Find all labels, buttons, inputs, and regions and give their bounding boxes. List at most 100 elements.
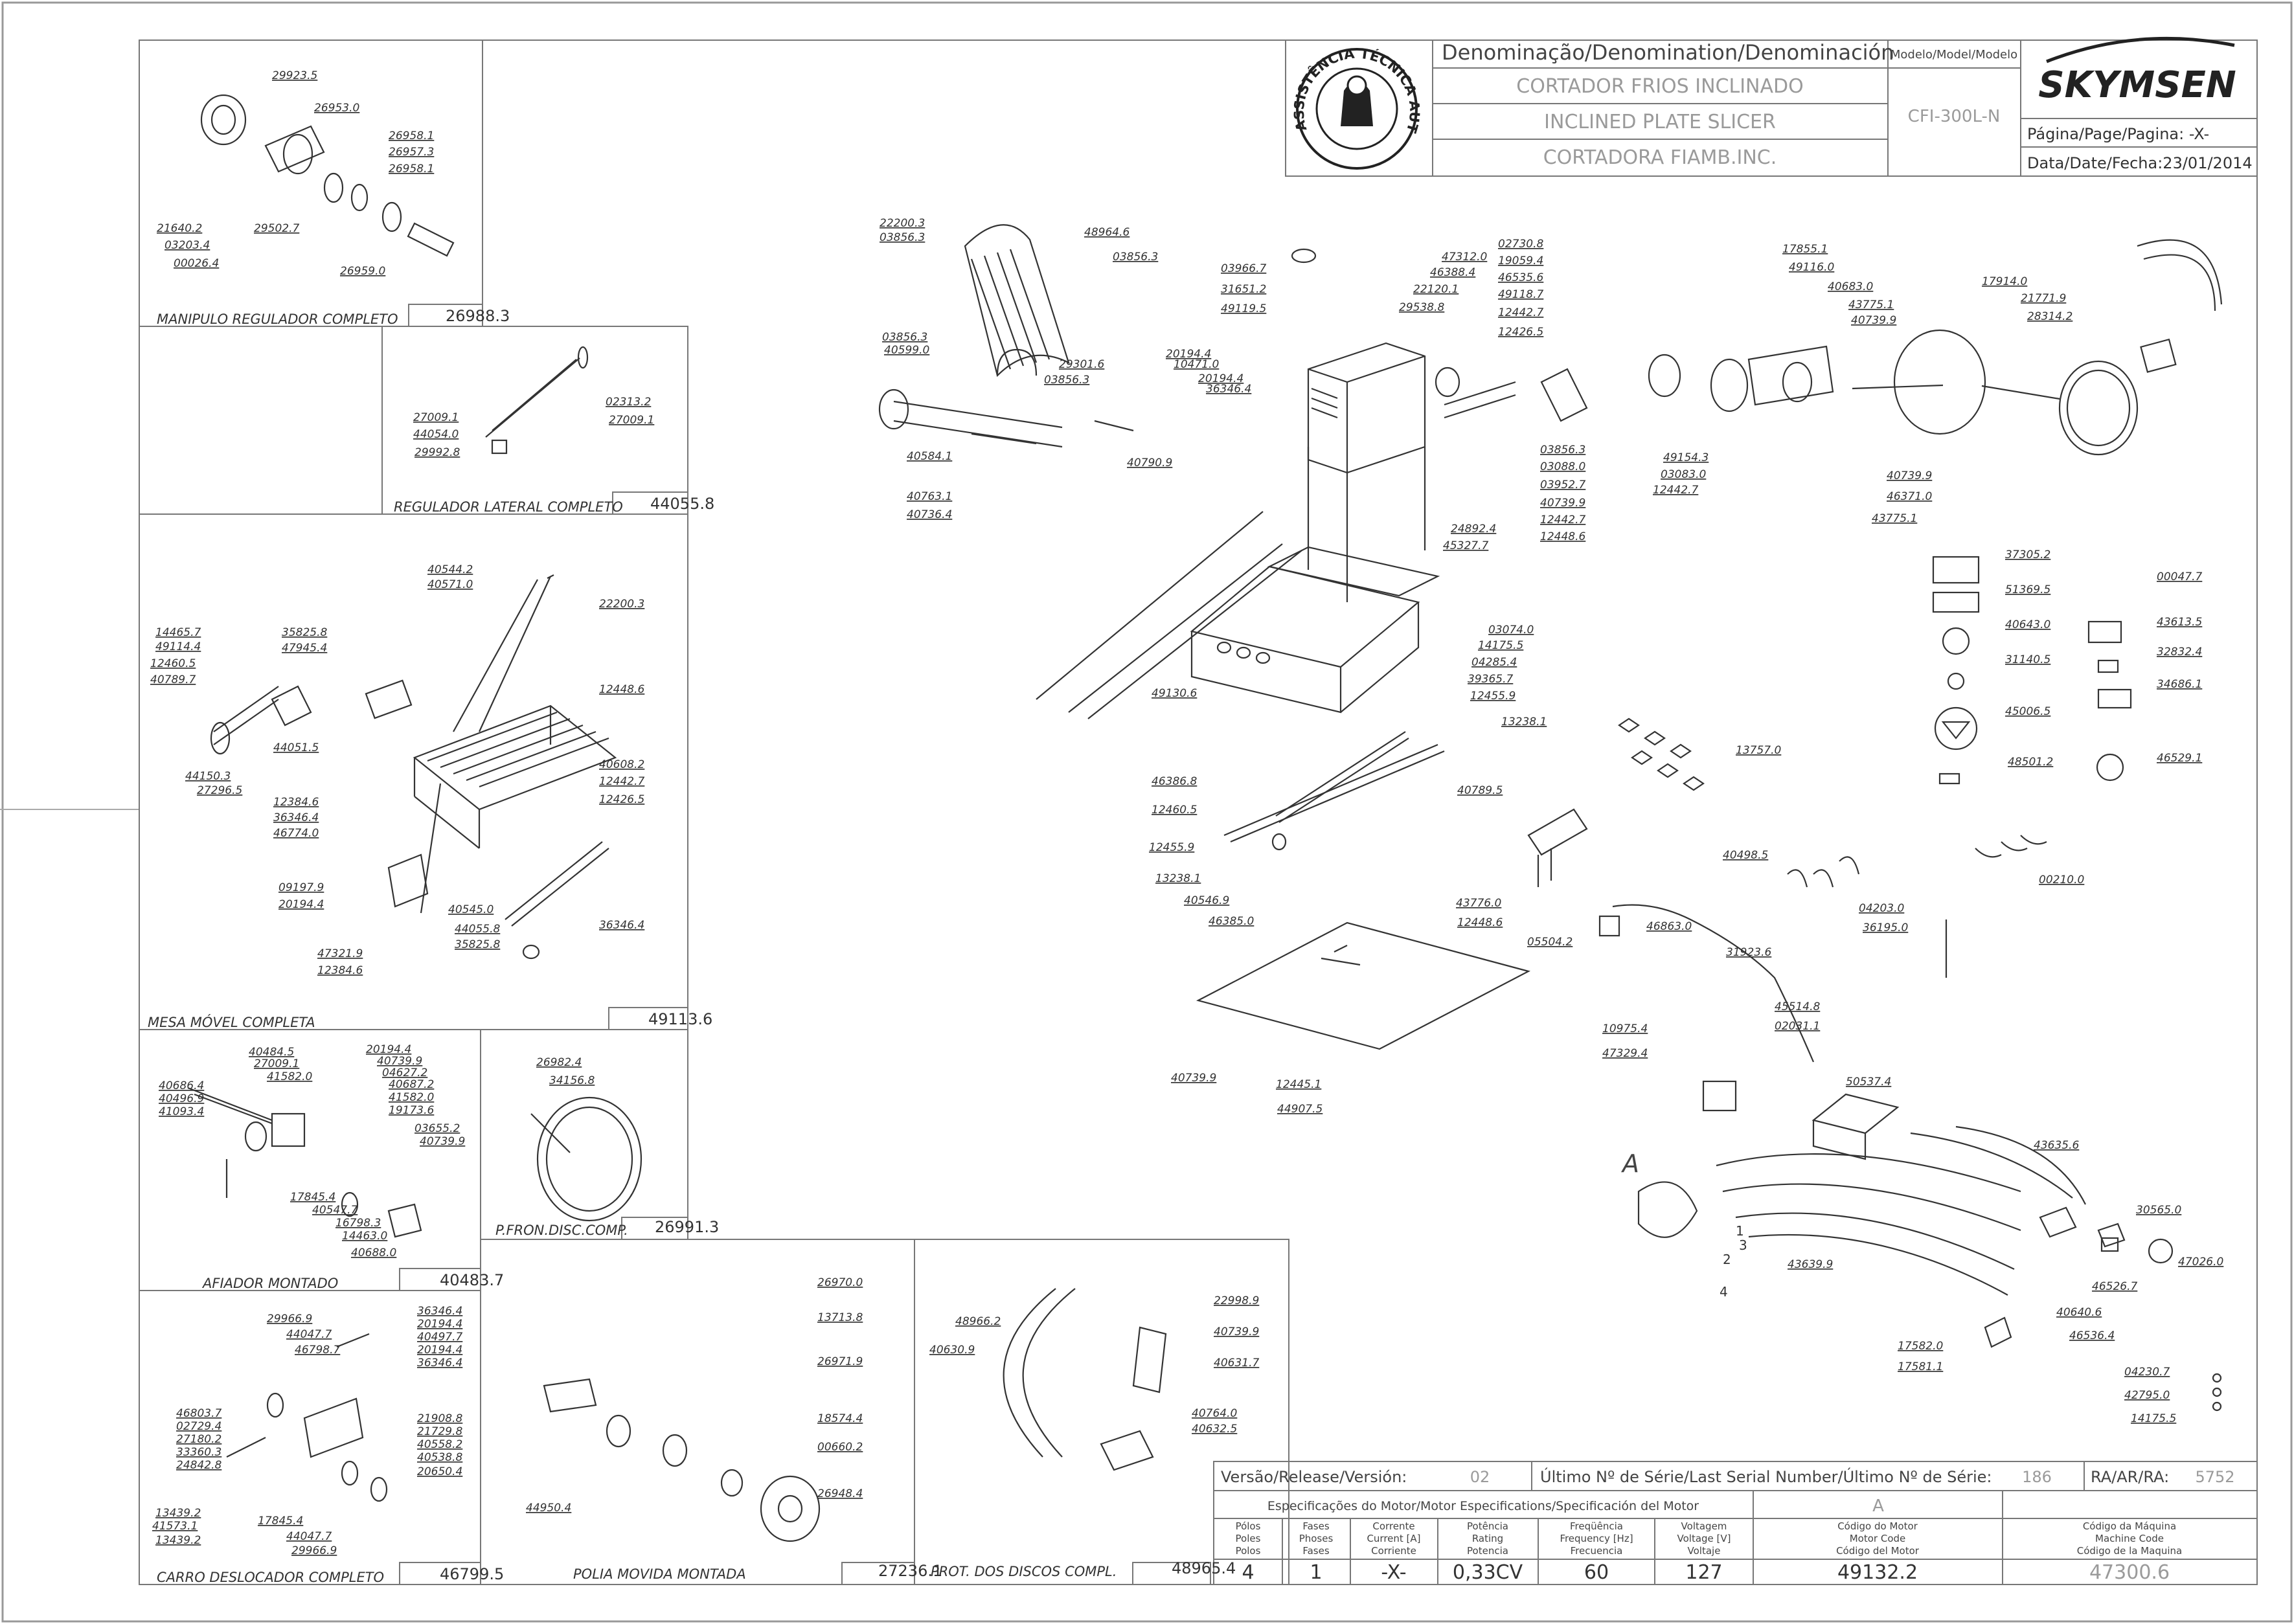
- spec-header: Voltage [V]: [1677, 1533, 1731, 1544]
- part-number: 43775.1: [1848, 299, 1894, 311]
- part-number: 03856.3: [880, 231, 925, 244]
- part-number: 26982.4: [536, 1056, 582, 1069]
- box-caption: CARRO DESLOCADOR COMPLETO: [157, 1570, 384, 1585]
- ra-value: 5752: [2195, 1468, 2234, 1486]
- part-number: 04203.0: [1859, 902, 1904, 915]
- part-number: 09197.9: [278, 881, 324, 894]
- part-number: 29966.9: [291, 1544, 337, 1557]
- part-number: 21729.8: [417, 1425, 462, 1438]
- part-number: 46798.7: [295, 1344, 340, 1357]
- part-number: 14463.0: [342, 1230, 387, 1243]
- wire-number-4: 4: [1720, 1284, 1728, 1300]
- part-number: 00210.0: [2039, 874, 2084, 886]
- part-number: 40498.5: [1723, 849, 1768, 862]
- spec-header: Machine Code: [2095, 1533, 2164, 1544]
- part-number: 42795.0: [2124, 1389, 2170, 1402]
- part-number: 40688.0: [351, 1246, 396, 1259]
- part-number: 17914.0: [1982, 275, 2027, 288]
- part-number: 03655.2: [415, 1122, 460, 1135]
- part-number: 40739.9: [420, 1135, 465, 1148]
- part-number: 36346.4: [1206, 383, 1251, 396]
- part-number: 22200.3: [880, 217, 925, 230]
- part-number: 40739.9: [1214, 1325, 1259, 1338]
- part-number: 02729.4: [176, 1420, 221, 1433]
- part-number: 43613.5: [2157, 616, 2202, 629]
- part-number: 40764.0: [1192, 1407, 1237, 1420]
- part-number: 43639.9: [1788, 1258, 1833, 1271]
- part-number: 22120.1: [1413, 283, 1459, 296]
- spec-header: Freqüência: [1570, 1520, 1623, 1532]
- spec-header: Fases: [1302, 1520, 1329, 1532]
- wire-number-1: 1: [1736, 1223, 1744, 1239]
- box-caption: P.FRON.DISC.COMP.: [495, 1223, 628, 1238]
- part-number: 12442.7: [1498, 306, 1543, 319]
- spec-header: Código de la Maquina: [2077, 1545, 2182, 1557]
- part-number: 27009.1: [413, 411, 459, 424]
- part-number: 12448.6: [1540, 530, 1585, 543]
- spec-columns: PólosPolesPolos4FasesPhosesFases1Corrent…: [1236, 1520, 2183, 1584]
- part-number: 20194.4: [1166, 348, 1211, 361]
- part-number: 12384.6: [273, 796, 319, 809]
- part-number: 18574.4: [817, 1412, 863, 1425]
- part-number: 12442.7: [599, 775, 644, 788]
- part-number: 14175.5: [1478, 639, 1523, 652]
- box-code: 49113.6: [648, 1010, 712, 1028]
- part-number: 40497.7: [417, 1331, 462, 1344]
- part-number: 29992.8: [415, 446, 460, 459]
- part-number: 17845.4: [258, 1515, 303, 1528]
- part-number: 26953.0: [314, 102, 359, 115]
- part-number: 47321.9: [317, 947, 363, 960]
- part-number: 29966.9: [267, 1313, 312, 1325]
- part-number: 12455.9: [1149, 841, 1194, 854]
- part-number: 26948.4: [817, 1487, 863, 1500]
- spec-header: Current [A]: [1367, 1533, 1420, 1544]
- part-number: 40739.9: [1887, 469, 1932, 482]
- part-number: 04230.7: [2124, 1366, 2170, 1379]
- part-number: 36346.4: [417, 1305, 462, 1318]
- part-number: 40630.9: [929, 1344, 975, 1357]
- part-number: 40687.2: [389, 1078, 434, 1091]
- part-number: 17845.4: [290, 1191, 335, 1204]
- part-number: 47329.4: [1602, 1047, 1648, 1060]
- spec-header: Potencia: [1467, 1545, 1508, 1557]
- part-number: 13713.8: [817, 1311, 863, 1324]
- part-number: 10975.4: [1602, 1022, 1648, 1035]
- part-number: 41093.4: [159, 1105, 204, 1118]
- part-number: 03966.7: [1221, 262, 1266, 275]
- part-number: 10471.0: [1174, 358, 1219, 371]
- part-number: 31923.6: [1726, 946, 1771, 959]
- part-number: 03203.4: [165, 239, 210, 252]
- part-number: 12448.6: [599, 683, 644, 696]
- part-number: 40686.4: [159, 1079, 204, 1092]
- part-number: 36346.4: [273, 811, 319, 824]
- part-number: 40599.0: [884, 344, 929, 357]
- part-number: 47312.0: [1442, 251, 1487, 264]
- spec-header: Phoses: [1299, 1533, 1334, 1544]
- part-number: 03088.0: [1540, 460, 1585, 473]
- ra-label: RA/AR/RA:: [2091, 1468, 2169, 1486]
- box-caption: MANIPULO REGULADOR COMPLETO: [157, 311, 398, 327]
- part-number: 12460.5: [150, 657, 196, 670]
- part-number: 00660.2: [817, 1441, 863, 1454]
- part-number: 41582.0: [267, 1070, 312, 1083]
- part-number: 27180.2: [176, 1433, 221, 1446]
- part-number: 20650.4: [417, 1465, 462, 1478]
- part-number: 48966.2: [955, 1315, 1001, 1328]
- svg-text:ASSISTÊNCIA TÉCNICA AUTORIZADA: ASSISTÊNCIA TÉCNICA AUTORIZADA: [0, 0, 1422, 135]
- part-number: 03856.3: [1540, 444, 1585, 457]
- part-number: 32832.4: [2157, 646, 2202, 659]
- part-number: 02730.8: [1498, 238, 1543, 251]
- part-number: 12448.6: [1457, 916, 1503, 929]
- part-number: 31651.2: [1221, 283, 1266, 296]
- part-number: 44051.5: [273, 741, 319, 754]
- box-caption: REGULADOR LATERAL COMPLETO: [394, 499, 623, 515]
- part-number: 46535.6: [1498, 271, 1543, 284]
- box-code: 26988.3: [446, 307, 510, 325]
- part-number: 12426.5: [599, 793, 644, 806]
- spec-header: Corriente: [1371, 1545, 1416, 1557]
- part-number: 48501.2: [2008, 756, 2053, 769]
- part-number: 41582.0: [389, 1091, 434, 1104]
- part-number: 13439.2: [155, 1534, 201, 1547]
- part-number: 40496.9: [159, 1092, 204, 1105]
